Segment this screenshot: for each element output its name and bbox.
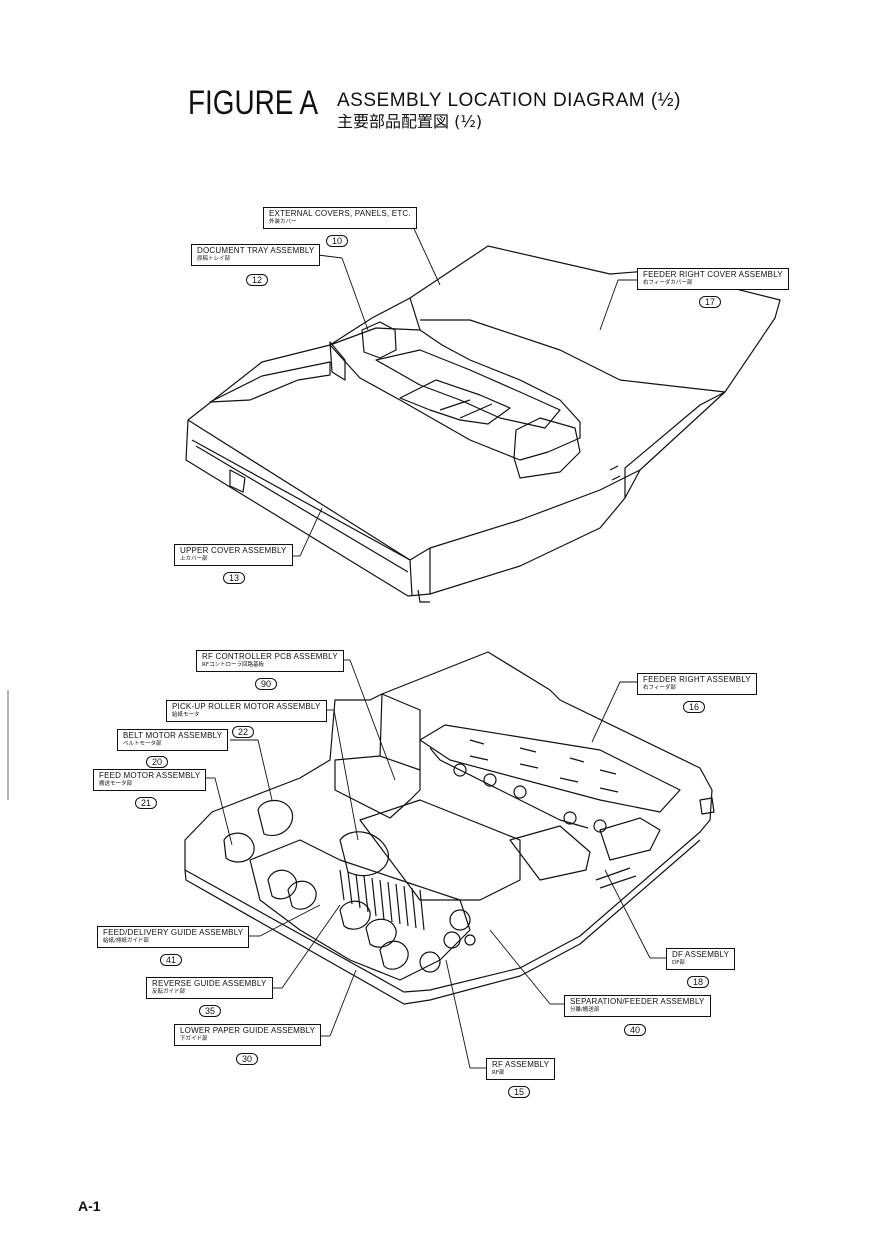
callout-sublabel: 下ガイド部 xyxy=(180,1035,208,1042)
callout-number: 22 xyxy=(232,726,255,738)
feeder-open-drawing xyxy=(184,651,715,1005)
callout-feed-motor: FEED MOTOR ASSEMBLY 搬送モータ部 xyxy=(93,769,207,791)
callout-sublabel: RFコントローラ回路基板 xyxy=(202,661,264,668)
callout-label: EXTERNAL COVERS, PANELS, ETC. xyxy=(269,209,411,218)
callout-label: LOWER PAPER GUIDE ASSEMBLY xyxy=(180,1026,316,1035)
callout-label: UPPER COVER ASSEMBLY xyxy=(180,546,287,555)
callout-label: RF CONTROLLER PCB ASSEMBLY xyxy=(202,652,338,661)
callout-feeder-right-cover: FEEDER RIGHT COVER ASSEMBLY 右フィーダカバー部 xyxy=(637,268,789,290)
callout-pickup-roller-motor: PICK-UP ROLLER MOTOR ASSEMBLY 給紙モータ xyxy=(166,700,327,722)
callout-label: FEED MOTOR ASSEMBLY xyxy=(99,771,201,780)
callout-number: 35 xyxy=(199,1005,222,1017)
callout-number: 21 xyxy=(135,797,158,809)
callout-number: 20 xyxy=(146,756,169,768)
callout-number: 12 xyxy=(246,274,269,286)
callout-label: FEEDER RIGHT ASSEMBLY xyxy=(643,675,751,684)
callout-sublabel: 右フィーダ部 xyxy=(643,684,676,691)
callout-label: REVERSE GUIDE ASSEMBLY xyxy=(152,979,267,988)
callout-sublabel: RF部 xyxy=(492,1069,505,1076)
callout-label: PICK-UP ROLLER MOTOR ASSEMBLY xyxy=(172,702,321,711)
callout-df: DF ASSEMBLY DF部 xyxy=(666,948,736,970)
callout-reverse-guide: REVERSE GUIDE ASSEMBLY 反転ガイド部 xyxy=(146,977,273,999)
callout-belt-motor: BELT MOTOR ASSEMBLY ベルトモータ部 xyxy=(117,729,229,751)
callout-sublabel: 給紙/排紙ガイド部 xyxy=(103,937,149,944)
callout-label: DF ASSEMBLY xyxy=(672,950,730,959)
callout-sublabel: 外装カバー xyxy=(269,218,297,225)
callout-number: 41 xyxy=(160,954,183,966)
callout-number: 17 xyxy=(699,296,722,308)
callout-upper-cover: UPPER COVER ASSEMBLY 上カバー部 xyxy=(174,544,293,566)
callout-sublabel: 分離/搬送部 xyxy=(570,1006,600,1013)
callout-sublabel: ベルトモータ部 xyxy=(123,740,162,747)
callout-lower-paper-guide: LOWER PAPER GUIDE ASSEMBLY 下ガイド部 xyxy=(174,1024,322,1046)
callout-sublabel: 反転ガイド部 xyxy=(152,988,186,995)
callout-number: 18 xyxy=(687,976,710,988)
callout-label: RF ASSEMBLY xyxy=(492,1060,550,1069)
callout-label: DOCUMENT TRAY ASSEMBLY xyxy=(197,246,315,255)
callout-label: FEEDER RIGHT COVER ASSEMBLY xyxy=(643,270,783,279)
page-number: A-1 xyxy=(78,1198,101,1214)
callout-number: 15 xyxy=(508,1086,531,1098)
callout-sublabel: 右フィーダカバー部 xyxy=(643,279,693,286)
callout-feeder-right: FEEDER RIGHT ASSEMBLY 右フィーダ部 xyxy=(637,673,757,695)
figure-subtitle: 主要部品配置図 (½) xyxy=(337,112,483,131)
callout-external-covers: EXTERNAL COVERS, PANELS, ETC. 外装カバー xyxy=(263,207,417,229)
callout-sublabel: 給紙モータ xyxy=(172,711,200,718)
figure-label: FIGURE A xyxy=(188,84,319,122)
figure-title: ASSEMBLY LOCATION DIAGRAM (½) xyxy=(337,90,681,111)
callout-label: SEPARATION/FEEDER ASSEMBLY xyxy=(570,997,705,1006)
callout-document-tray: DOCUMENT TRAY ASSEMBLY 原稿トレイ部 xyxy=(191,244,321,266)
callout-label: FEED/DELIVERY GUIDE ASSEMBLY xyxy=(103,928,244,937)
callout-number: 13 xyxy=(223,572,246,584)
callout-number: 30 xyxy=(236,1053,259,1065)
callout-feed-delivery-guide: FEED/DELIVERY GUIDE ASSEMBLY 給紙/排紙ガイド部 xyxy=(97,926,250,948)
callout-number: 90 xyxy=(255,678,278,690)
callout-number: 16 xyxy=(683,701,706,713)
callout-separation-feeder: SEPARATION/FEEDER ASSEMBLY 分離/搬送部 xyxy=(564,995,711,1017)
callout-sublabel: 搬送モータ部 xyxy=(99,780,133,787)
callout-sublabel: 上カバー部 xyxy=(180,555,208,562)
leader-lines xyxy=(203,219,666,1069)
callout-label: BELT MOTOR ASSEMBLY xyxy=(123,731,223,740)
callout-rf: RF ASSEMBLY RF部 xyxy=(486,1058,556,1080)
callout-number: 40 xyxy=(624,1024,647,1036)
callout-sublabel: DF部 xyxy=(672,959,685,966)
callout-number: 10 xyxy=(326,235,349,247)
callout-sublabel: 原稿トレイ部 xyxy=(197,255,231,262)
callout-rf-controller-pcb: RF CONTROLLER PCB ASSEMBLY RFコントローラ回路基板 xyxy=(196,650,344,672)
feeder-closed-drawing xyxy=(185,245,781,603)
